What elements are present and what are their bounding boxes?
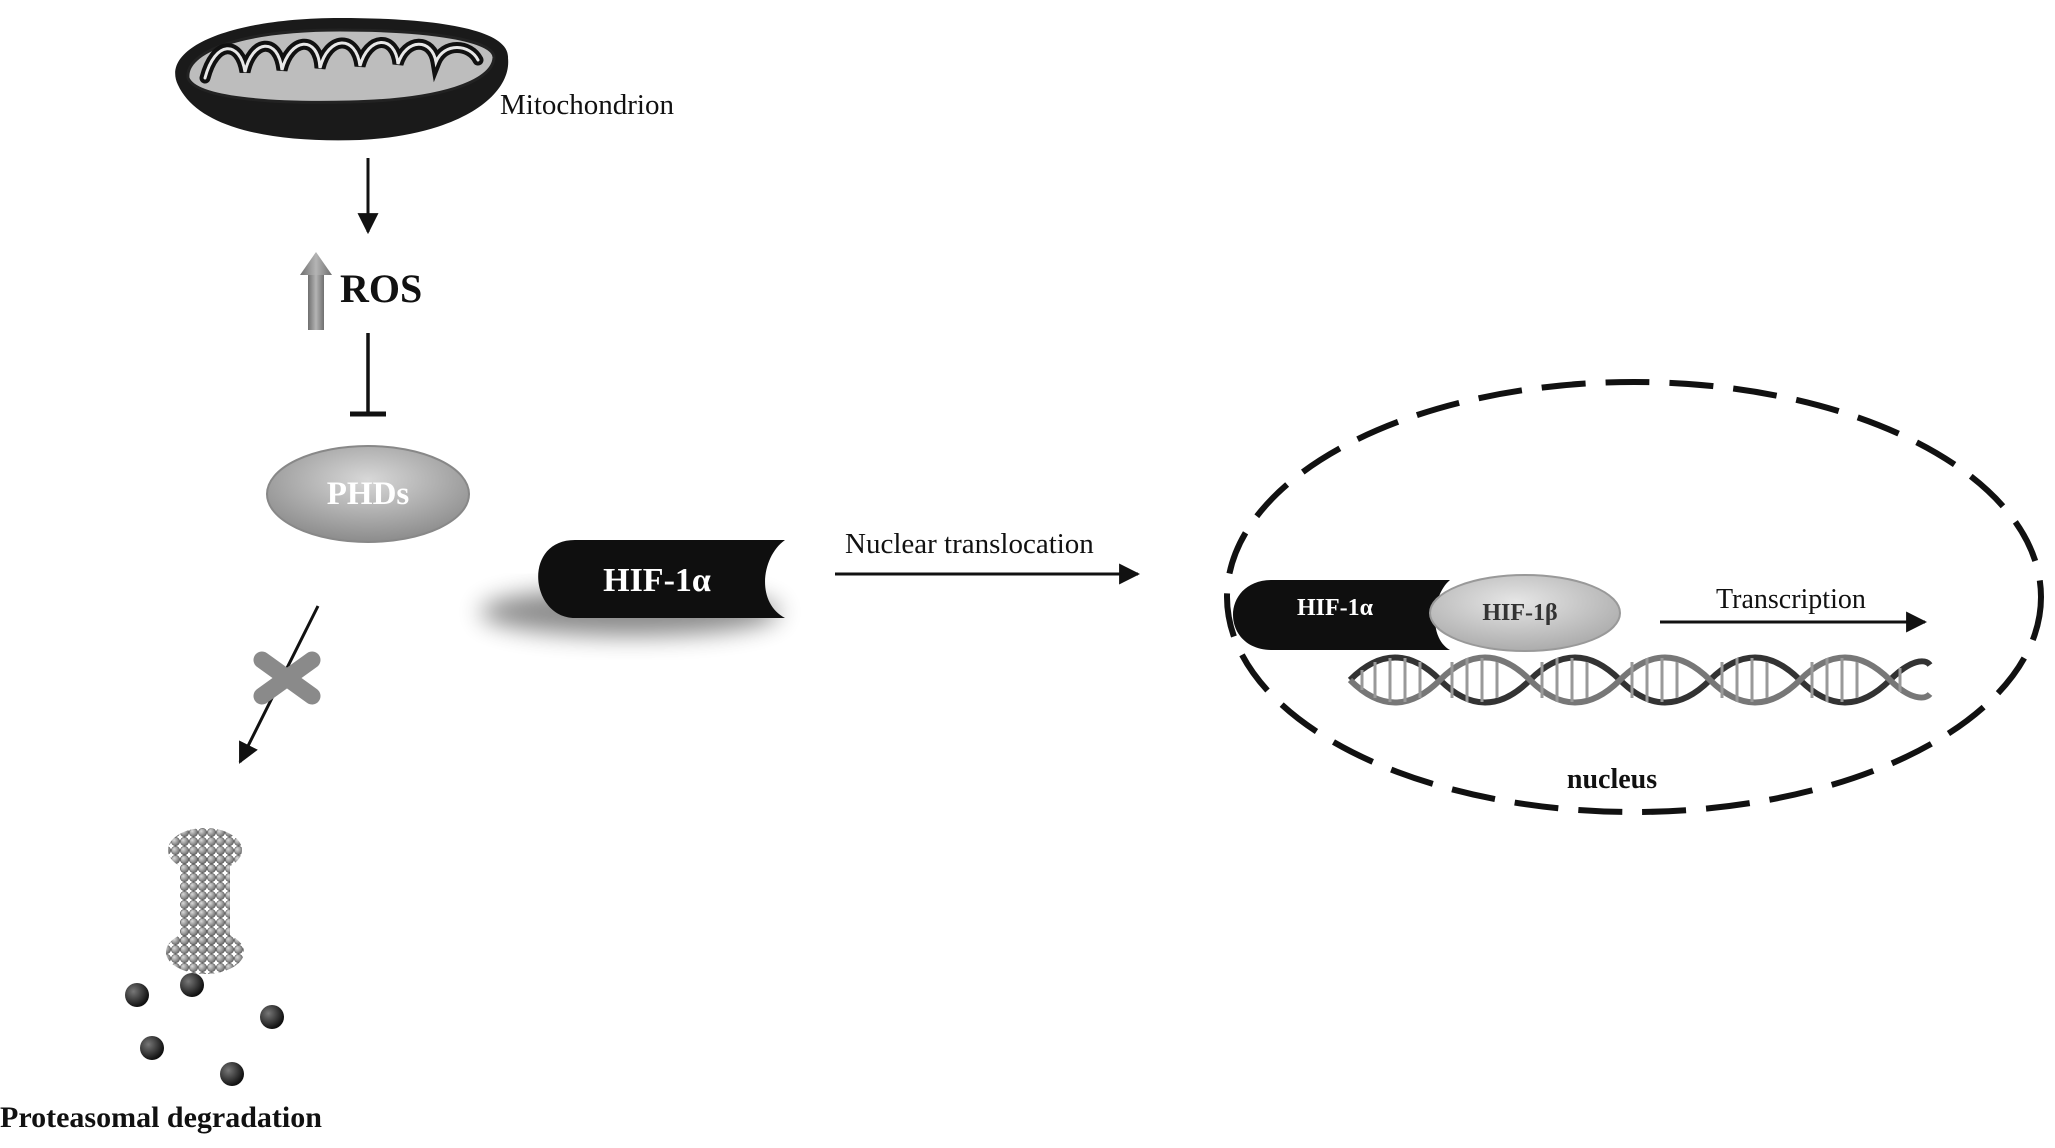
proteasome-icon	[166, 828, 244, 974]
hif1b-protein	[1429, 574, 1621, 652]
x-mark-icon	[253, 651, 321, 705]
mitochondrion-label: Mitochondrion	[500, 89, 674, 121]
nucleus-boundary	[1224, 379, 2044, 815]
ros-inhibits-phds	[350, 333, 386, 417]
mitochondrion-icon	[175, 18, 509, 141]
hif1a-protein	[480, 540, 785, 636]
up-arrow-icon	[300, 252, 332, 330]
proteasomal-degradation-label: Proteasomal degradation	[0, 1101, 322, 1134]
phds-label: PHDs	[327, 476, 410, 512]
hif1b-label: HIF-1β	[1482, 600, 1557, 626]
hif1a-label: HIF-1α	[603, 562, 711, 599]
dna-helix-icon	[1347, 654, 1933, 706]
degraded-fragments	[125, 973, 284, 1086]
transcription-label: Transcription	[1716, 584, 1866, 615]
ros-label: ROS	[340, 266, 422, 311]
hif1a-nuclear-protein	[1233, 580, 1450, 650]
nucleus-label: nucleus	[1567, 764, 1657, 795]
nuclear-translocation-label: Nuclear translocation	[845, 528, 1094, 560]
hif1a-nuclear-label: HIF-1α	[1297, 595, 1374, 621]
phds-node	[266, 445, 470, 543]
